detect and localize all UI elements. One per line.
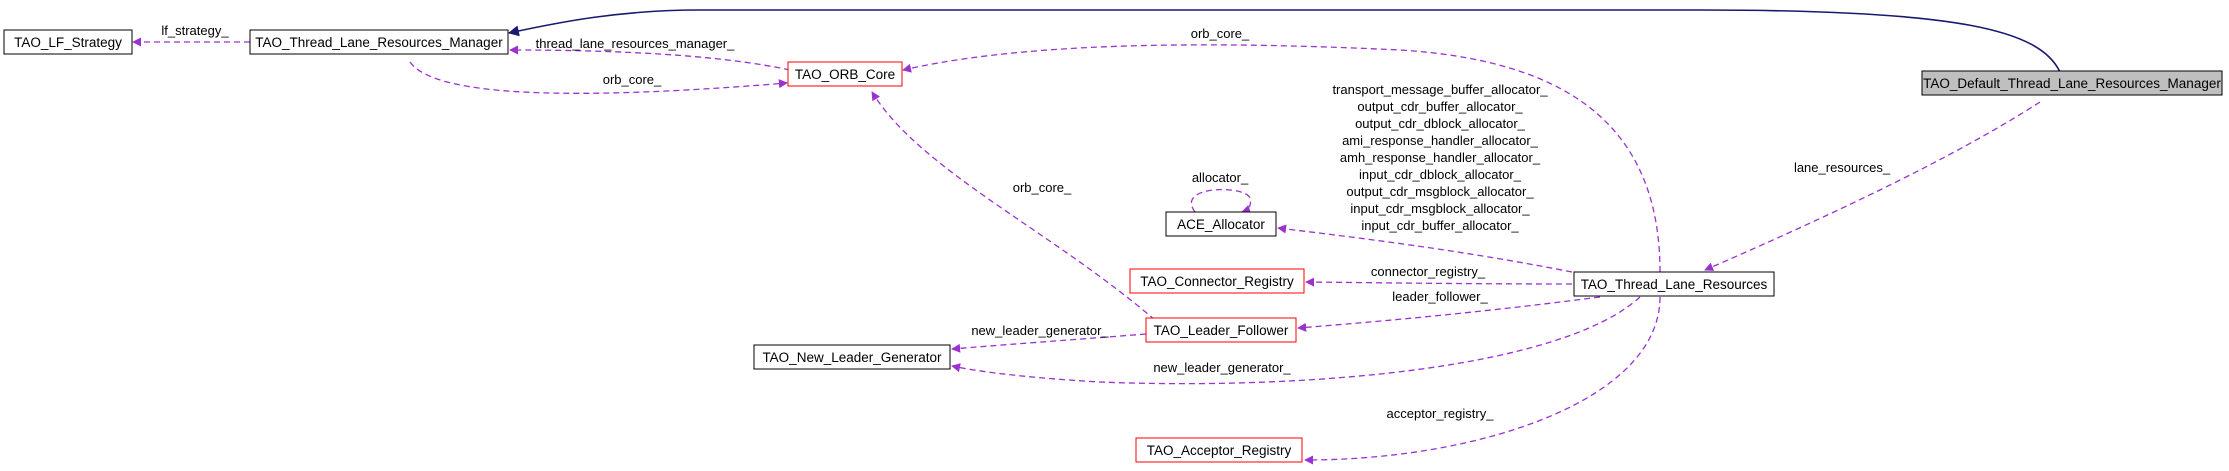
edge-label-lf-strategy: lf_strategy_ <box>161 23 229 38</box>
allocator-label: input_cdr_msgblock_allocator_ <box>1350 201 1530 216</box>
edge-inheritance-dtlrm-to-trm <box>507 9 2061 73</box>
svg-text:TAO_LF_Strategy: TAO_LF_Strategy <box>14 35 122 50</box>
edge-label-orb-core-top: orb_core_ <box>1191 26 1250 41</box>
edge-label-connector-registry: connector_registry_ <box>1371 264 1486 279</box>
svg-text:TAO_Thread_Lane_Resources: TAO_Thread_Lane_Resources <box>1581 277 1768 292</box>
edge-allocator-self-loop <box>1191 188 1252 214</box>
edge-label-nlg-lf: new_leader_generator_ <box>971 323 1109 338</box>
edge-tlr-to-ace-allocator <box>1277 224 1573 273</box>
edge-label-orb-core-lf: orb_core_ <box>1013 180 1072 195</box>
allocator-label: transport_message_buffer_allocator_ <box>1332 82 1548 97</box>
node-thread-lane-resources-manager[interactable]: TAO_Thread_Lane_Resources_Manager <box>249 29 509 55</box>
node-connector-registry[interactable]: TAO_Connector_Registry <box>1129 268 1305 294</box>
allocator-label: input_cdr_buffer_allocator_ <box>1361 218 1519 233</box>
node-orb-core[interactable]: TAO_ORB_Core <box>787 61 903 87</box>
edge-tlr-to-connector-registry <box>1305 277 1573 287</box>
edge-label-orb-core-trm: orb_core_ <box>603 72 662 87</box>
svg-text:TAO_Default_Thread_Lane_Resour: TAO_Default_Thread_Lane_Resources_Manage… <box>1923 76 2221 91</box>
edge-label-nlg-tlr: new_leader_generator_ <box>1153 360 1291 375</box>
edge-label-allocators: transport_message_buffer_allocator_ outp… <box>1332 82 1548 233</box>
node-ace-allocator[interactable]: ACE_Allocator <box>1165 211 1277 237</box>
node-acceptor-registry[interactable]: TAO_Acceptor_Registry <box>1135 437 1303 463</box>
edge-label-lane-resources: lane_resources_ <box>1794 160 1891 175</box>
svg-text:TAO_Connector_Registry: TAO_Connector_Registry <box>1140 274 1294 289</box>
allocator-label: output_cdr_buffer_allocator_ <box>1357 99 1523 114</box>
allocator-label: output_cdr_dblock_allocator_ <box>1355 116 1526 131</box>
edge-tlr-to-nlg <box>951 296 1641 385</box>
svg-text:TAO_Acceptor_Registry: TAO_Acceptor_Registry <box>1147 443 1292 458</box>
edge-leader-follower-to-orb-core <box>871 91 1156 321</box>
svg-text:TAO_Thread_Lane_Resources_Mana: TAO_Thread_Lane_Resources_Manager <box>255 35 503 50</box>
node-default-thread-lane-resources-manager[interactable]: TAO_Default_Thread_Lane_Resources_Manage… <box>1921 70 2223 96</box>
node-new-leader-generator[interactable]: TAO_New_Leader_Generator <box>753 344 951 370</box>
allocator-label: amh_response_handler_allocator_ <box>1340 150 1541 165</box>
edge-label-allocator-self: allocator_ <box>1192 170 1249 185</box>
svg-text:TAO_Leader_Follower: TAO_Leader_Follower <box>1154 323 1289 338</box>
edge-label-acceptor-registry: acceptor_registry_ <box>1387 406 1495 421</box>
edge-label-thread-lane-resources-manager: thread_lane_resources_manager_ <box>536 36 736 51</box>
edge-orb-core-to-trm <box>509 45 791 71</box>
svg-text:ACE_Allocator: ACE_Allocator <box>1177 217 1265 232</box>
node-leader-follower[interactable]: TAO_Leader_Follower <box>1145 317 1297 343</box>
allocator-label: ami_response_handler_allocator_ <box>1342 133 1539 148</box>
node-thread-lane-resources[interactable]: TAO_Thread_Lane_Resources <box>1573 271 1775 297</box>
edge-label-leader-follower: leader_follower_ <box>1392 289 1488 304</box>
allocator-label: output_cdr_msgblock_allocator_ <box>1346 184 1534 199</box>
svg-text:TAO_New_Leader_Generator: TAO_New_Leader_Generator <box>762 350 942 365</box>
node-lf-strategy[interactable]: TAO_LF_Strategy <box>3 29 133 55</box>
edge-trm-to-orb-core <box>409 61 788 94</box>
edge-dtlrm-to-tlr <box>1704 101 2041 271</box>
edge-tlr-to-acceptor-registry <box>1304 296 1661 465</box>
allocator-label: input_cdr_dblock_allocator_ <box>1359 167 1522 182</box>
svg-text:TAO_ORB_Core: TAO_ORB_Core <box>795 67 895 82</box>
edge-tlr-to-orb-core-top <box>902 44 1661 273</box>
edge-tlr-to-leader-follower <box>1297 296 1601 332</box>
